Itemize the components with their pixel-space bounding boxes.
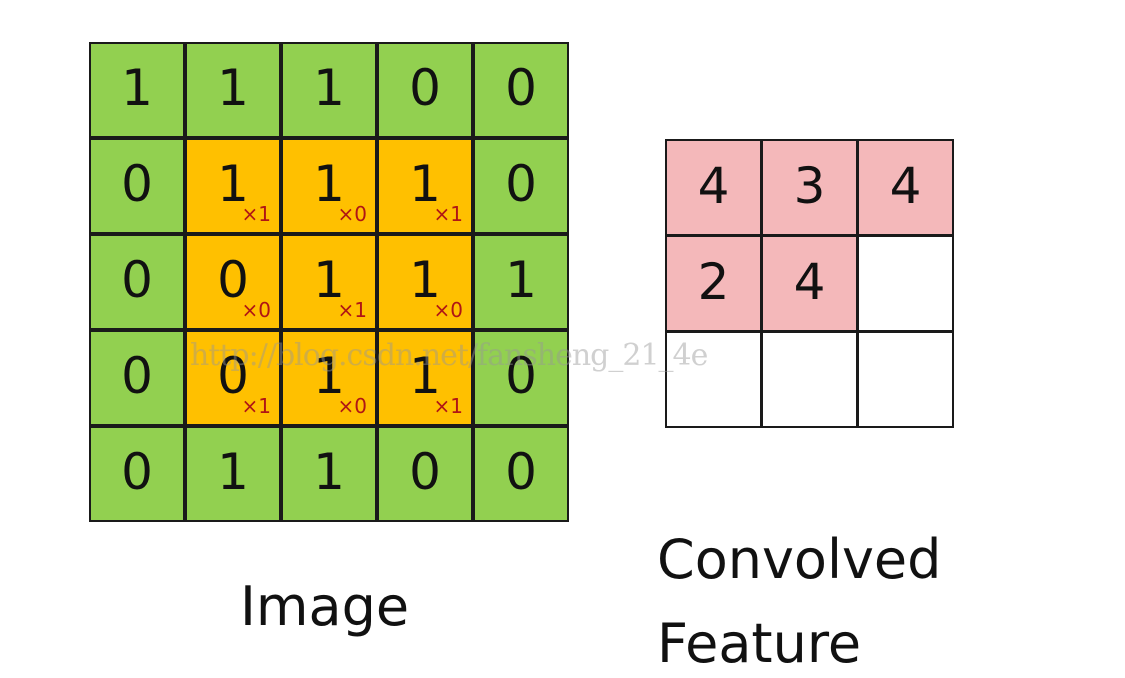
convolved-label-line2: Feature <box>657 612 862 675</box>
image-cell: 1×0 <box>377 234 473 330</box>
image-cell-value: 0 <box>217 347 249 405</box>
image-cell: 1 <box>185 426 281 522</box>
image-cell: 1×1 <box>377 330 473 426</box>
kernel-weight: ×1 <box>241 394 271 418</box>
kernel-weight: ×0 <box>241 298 271 322</box>
image-cell-value: 0 <box>121 347 153 405</box>
kernel-weight: ×0 <box>337 202 367 226</box>
convolved-cell <box>665 331 762 428</box>
image-cell: 1×0 <box>281 138 377 234</box>
convolved-cell-value: 2 <box>697 252 730 311</box>
convolved-cell: 4 <box>665 139 762 236</box>
convolved-label-line1: Convolved <box>657 528 942 591</box>
image-cell: 1 <box>281 426 377 522</box>
image-label: Image <box>240 575 410 638</box>
image-cell-value: 1 <box>313 443 345 501</box>
image-cell: 0 <box>377 42 473 138</box>
image-cell: 0 <box>89 234 185 330</box>
image-cell: 0 <box>89 426 185 522</box>
image-cell-value: 1 <box>313 347 345 405</box>
image-cell-value: 0 <box>505 347 537 405</box>
watermark: http://blog.csdn.net/fansheng_21_4e <box>190 338 708 373</box>
kernel-weight: ×1 <box>337 298 367 322</box>
image-cell-value: 1 <box>217 59 249 117</box>
image-cell: 1×1 <box>281 234 377 330</box>
convolved-cell-value: 3 <box>793 156 826 215</box>
image-cell-value: 1 <box>505 251 537 309</box>
image-cell-value: 0 <box>217 251 249 309</box>
image-cell-value: 1 <box>409 347 441 405</box>
image-cell: 1 <box>473 234 569 330</box>
image-cell-value: 0 <box>409 443 441 501</box>
image-cell: 1×1 <box>185 138 281 234</box>
convolved-cell <box>761 331 858 428</box>
convolved-cell <box>857 331 954 428</box>
convolved-cell-value: 4 <box>697 156 730 215</box>
convolved-cell: 4 <box>857 139 954 236</box>
image-cell-value: 1 <box>313 155 345 213</box>
convolved-cell-value: 4 <box>793 252 826 311</box>
image-cell: 0 <box>89 330 185 426</box>
image-cell-value: 0 <box>409 59 441 117</box>
kernel-weight: ×1 <box>433 202 463 226</box>
image-cell: 1×0 <box>281 330 377 426</box>
image-cell-value: 1 <box>409 251 441 309</box>
image-cell: 0×1 <box>185 330 281 426</box>
image-cell-value: 0 <box>121 443 153 501</box>
image-cell: 1 <box>281 42 377 138</box>
image-cell: 0 <box>473 138 569 234</box>
image-cell-value: 1 <box>217 155 249 213</box>
image-cell-value: 1 <box>217 443 249 501</box>
image-cell-value: 0 <box>121 155 153 213</box>
convolved-cell-value: 4 <box>889 156 922 215</box>
image-cell: 1×1 <box>377 138 473 234</box>
kernel-weight: ×0 <box>337 394 367 418</box>
kernel-weight: ×1 <box>433 394 463 418</box>
image-cell: 0×0 <box>185 234 281 330</box>
image-cell-value: 1 <box>313 251 345 309</box>
kernel-weight: ×0 <box>433 298 463 322</box>
convolved-cell <box>857 235 954 332</box>
kernel-weight: ×1 <box>241 202 271 226</box>
image-cell: 1 <box>185 42 281 138</box>
image-cell-value: 0 <box>505 155 537 213</box>
convolved-cell: 2 <box>665 235 762 332</box>
image-cell-value: 1 <box>313 59 345 117</box>
convolved-cell: 3 <box>761 139 858 236</box>
image-cell-value: 0 <box>121 251 153 309</box>
image-cell: 0 <box>473 42 569 138</box>
image-cell: 0 <box>377 426 473 522</box>
image-cell-value: 1 <box>409 155 441 213</box>
image-cell-value: 1 <box>121 59 153 117</box>
image-cell-value: 0 <box>505 59 537 117</box>
image-cell-value: 0 <box>505 443 537 501</box>
image-cell: 0 <box>473 426 569 522</box>
image-cell: 1 <box>89 42 185 138</box>
convolved-cell: 4 <box>761 235 858 332</box>
image-cell: 0 <box>89 138 185 234</box>
image-cell: 0 <box>473 330 569 426</box>
